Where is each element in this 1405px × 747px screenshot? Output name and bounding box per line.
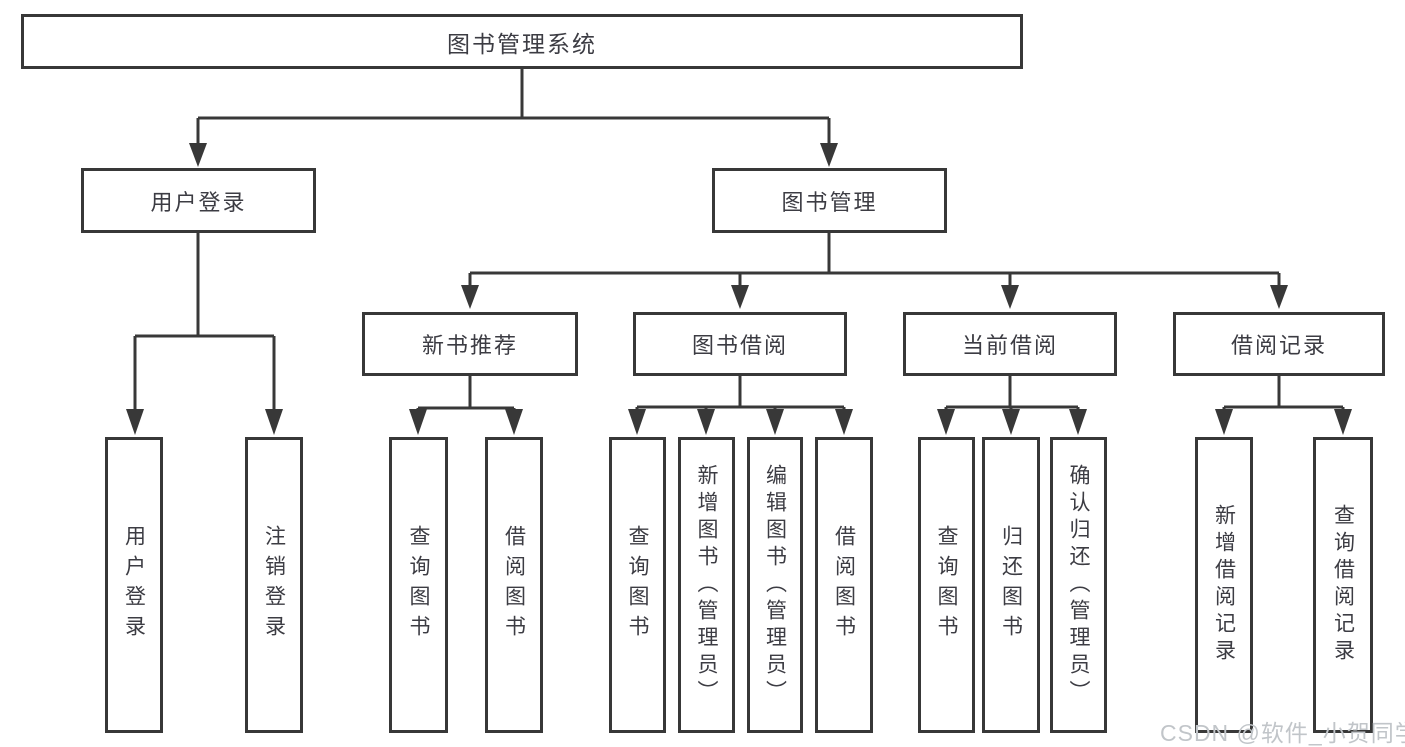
node-current-borrowing: 当前借阅 (903, 312, 1117, 376)
node-library-system-label: 图书管理系统 (447, 30, 597, 57)
leaf-confirm-return-admin-label: 确认归还（管理员） (1067, 463, 1090, 707)
leaf-user-login-label: 用户登录 (122, 525, 146, 645)
node-book-management: 图书管理 (712, 168, 947, 233)
leaf-borrow-books-label: 借阅图书 (832, 525, 856, 645)
leaf-add-borrow-record: 新增借阅记录 (1195, 437, 1253, 733)
leaf-return-books-label: 归还图书 (999, 525, 1023, 645)
node-new-book-recommend: 新书推荐 (362, 312, 578, 376)
node-new-book-recommend-label: 新书推荐 (421, 333, 518, 358)
leaf-logout-label: 注销登录 (262, 525, 286, 645)
node-book-borrowing: 图书借阅 (633, 312, 847, 376)
node-book-management-label: 图书管理 (781, 189, 878, 215)
leaf-query-books-borrowing-label: 查询图书 (626, 525, 649, 645)
leaf-query-books-current: 查询图书 (918, 437, 975, 733)
leaf-return-books: 归还图书 (982, 437, 1040, 733)
leaf-query-books-borrowing: 查询图书 (609, 437, 666, 733)
leaf-add-books-admin: 新增图书（管理员） (678, 437, 735, 733)
leaf-edit-books-admin-label: 编辑图书（管理员） (763, 463, 787, 707)
node-book-borrowing-label: 图书借阅 (691, 333, 788, 358)
leaf-borrow-books: 借阅图书 (815, 437, 873, 733)
leaf-query-borrow-record-label: 查询借阅记录 (1331, 504, 1355, 666)
csdn-watermark: CSDN @软件_小贺同学 (1160, 720, 1405, 746)
leaf-query-borrow-record: 查询借阅记录 (1313, 437, 1373, 733)
node-user-login: 用户登录 (81, 168, 316, 233)
leaf-add-books-admin-label: 新增图书（管理员） (695, 463, 718, 707)
leaf-query-books-recommend-label: 查询图书 (407, 525, 430, 645)
leaf-confirm-return-admin: 确认归还（管理员） (1050, 437, 1107, 733)
leaf-query-books-current-label: 查询图书 (935, 525, 958, 645)
leaf-edit-books-admin: 编辑图书（管理员） (747, 437, 803, 733)
leaf-query-books-recommend: 查询图书 (389, 437, 448, 733)
leaf-logout: 注销登录 (245, 437, 303, 733)
leaf-borrow-books-recommend: 借阅图书 (485, 437, 543, 733)
node-library-system: 图书管理系统 (21, 14, 1023, 69)
node-current-borrowing-label: 当前借阅 (961, 333, 1058, 358)
leaf-user-login: 用户登录 (105, 437, 163, 733)
leaf-add-borrow-record-label: 新增借阅记录 (1212, 504, 1236, 666)
leaf-borrow-books-recommend-label: 借阅图书 (502, 525, 526, 645)
node-borrowing-records-label: 借阅记录 (1230, 333, 1327, 358)
node-borrowing-records: 借阅记录 (1173, 312, 1385, 376)
node-user-login-label: 用户登录 (150, 189, 247, 215)
